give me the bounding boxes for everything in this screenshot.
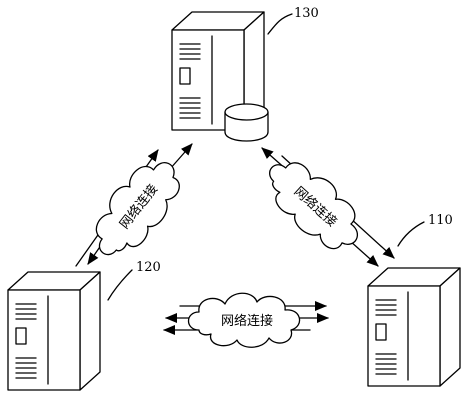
server-110-icon	[367, 267, 461, 387]
leader-line-130	[267, 13, 293, 35]
link-120-110: 网络连接	[163, 292, 329, 348]
link-label-bottom: 网络连接	[221, 313, 273, 329]
link-130-110: 网络连接	[253, 146, 395, 267]
leader-line-120	[107, 269, 133, 301]
server-120	[7, 271, 101, 391]
ref-label-120: 120	[136, 260, 161, 275]
server-120-icon	[7, 271, 101, 391]
link-130-120: 网络连接	[75, 143, 193, 270]
database-icon	[224, 103, 269, 142]
ref-label-110: 110	[428, 213, 453, 228]
ref-label-130: 130	[294, 6, 319, 21]
leader-line-110	[397, 221, 425, 247]
server-110	[367, 267, 461, 387]
